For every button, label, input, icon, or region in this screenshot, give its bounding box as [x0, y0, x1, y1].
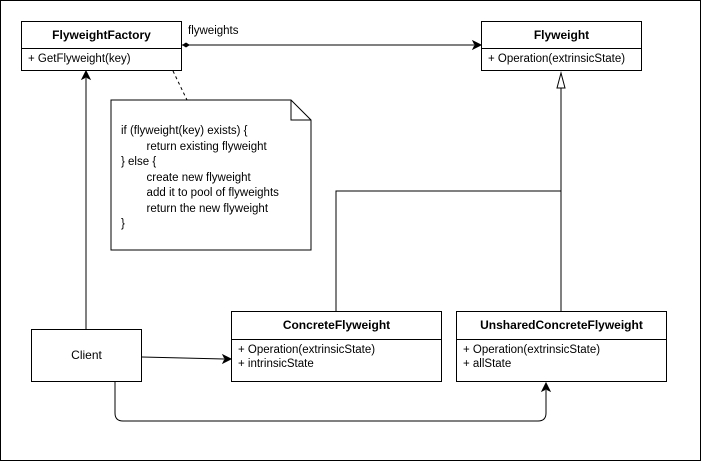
class-concrete-flyweight: ConcreteFlyweight + Operation(extrinsicS…: [231, 311, 442, 382]
note-anchor-line: [172, 70, 188, 101]
class-unshared-concrete-flyweight: UnsharedConcreteFlyweight + Operation(ex…: [456, 311, 667, 382]
class-member: + allState: [463, 358, 512, 370]
class-flyweight-factory: FlyweightFactory + GetFlyweight(key): [21, 21, 182, 71]
aggregation-arrowhead: [471, 39, 483, 51]
note-line: add it to pool of flyweights: [121, 187, 279, 199]
class-flyweight: Flyweight + Operation(extrinsicState): [481, 21, 642, 71]
client-to-unshared-line: [114, 382, 547, 422]
class-member: + GetFlyweight(key): [28, 53, 131, 65]
association-label: flyweights: [188, 25, 239, 37]
note-line: if (flyweight(key) exists) {: [121, 125, 248, 137]
client-to-concrete-line: [141, 356, 225, 360]
aggregation-diamond: [182, 42, 190, 48]
note-text: if (flyweight(key) exists) { return exis…: [121, 124, 301, 233]
note-fold: [290, 100, 311, 121]
class-name: Flyweight: [482, 22, 641, 49]
client-to-factory-arrowhead: [80, 69, 92, 81]
note-line: create new flyweight: [121, 171, 251, 184]
note-line: return existing flyweight: [121, 140, 267, 153]
client-to-unshared-arrowhead: [540, 381, 552, 393]
class-name: FlyweightFactory: [22, 22, 181, 49]
class-members: + Operation(extrinsicState): [482, 49, 641, 66]
class-members: + Operation(extrinsicState) + allState: [457, 340, 666, 371]
note-line: } else {: [121, 156, 157, 168]
class-name: ConcreteFlyweight: [232, 312, 441, 340]
class-member: + Operation(extrinsicState): [238, 344, 376, 356]
class-members: + Operation(extrinsicState) + intrinsicS…: [232, 340, 441, 371]
concrete-inheritance-line: [335, 88, 562, 311]
class-member: + Operation(extrinsicState): [488, 53, 626, 65]
class-member: + intrinsicState: [238, 358, 314, 370]
class-name: UnsharedConcreteFlyweight: [457, 312, 666, 340]
client-to-concrete-arrowhead: [221, 353, 233, 365]
note-line: return the new flyweight: [121, 202, 269, 215]
note-line: }: [121, 218, 125, 230]
class-members: + GetFlyweight(key): [22, 49, 181, 66]
client-box: Client: [31, 329, 142, 382]
note-shape: [110, 99, 312, 251]
class-member: + Operation(extrinsicState): [463, 344, 601, 356]
inheritance-triangle: [556, 71, 566, 89]
